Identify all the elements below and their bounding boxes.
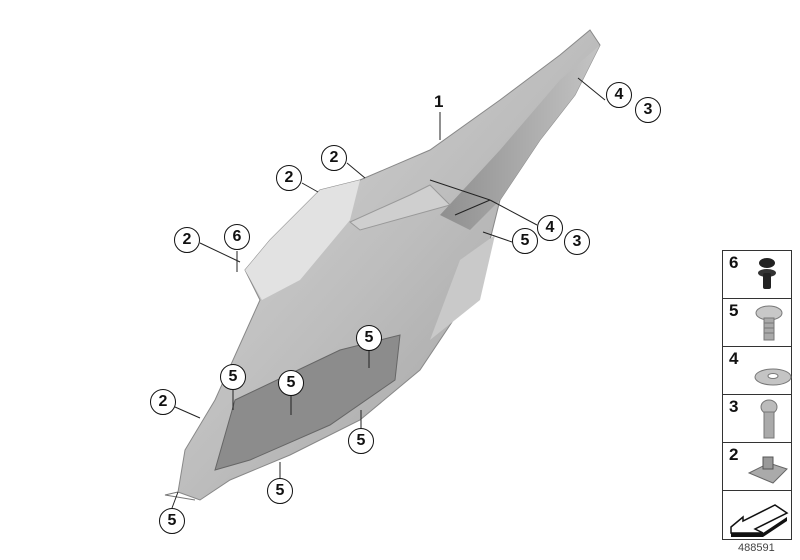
callout-5[interactable]: 5 [220, 364, 246, 390]
direction-arrow-icon [730, 504, 789, 537]
callout-3[interactable]: 3 [635, 97, 661, 123]
legend-item-4[interactable]: 4 [723, 347, 792, 395]
callout-5[interactable]: 5 [159, 508, 185, 534]
parts-legend: 6 5 4 3 2 [722, 250, 792, 540]
legend-number: 2 [729, 445, 739, 464]
legend-item-2[interactable]: 2 [723, 443, 791, 491]
callout-4[interactable]: 4 [537, 215, 563, 241]
callout-2[interactable]: 2 [174, 227, 200, 253]
legend-number: 5 [729, 301, 739, 320]
legend-item-5[interactable]: 5 [723, 299, 791, 347]
bolt-icon [760, 399, 778, 439]
legend-item-3[interactable]: 3 [723, 395, 791, 443]
callout-3[interactable]: 3 [564, 229, 590, 255]
legend-number: 6 [729, 253, 739, 272]
legend-number: 3 [729, 397, 739, 416]
legend-number: 4 [729, 349, 739, 368]
callout-5[interactable]: 5 [348, 428, 374, 454]
part-label-1: 1 [434, 92, 444, 111]
washer-icon [754, 368, 792, 386]
torx-screw-icon [755, 305, 783, 341]
clip-nut-icon [747, 456, 788, 484]
legend-direction [723, 491, 791, 541]
callout-6[interactable]: 6 [224, 224, 250, 250]
push-rivet-icon [758, 258, 776, 289]
callout-5[interactable]: 5 [512, 228, 538, 254]
callout-2[interactable]: 2 [321, 145, 347, 171]
callout-2[interactable]: 2 [150, 389, 176, 415]
callout-5[interactable]: 5 [267, 478, 293, 504]
callout-5[interactable]: 5 [278, 370, 304, 396]
callout-2[interactable]: 2 [276, 165, 302, 191]
legend-item-6[interactable]: 6 [723, 251, 791, 299]
callout-5[interactable]: 5 [356, 325, 382, 351]
callout-4[interactable]: 4 [606, 82, 632, 108]
diagram-id: 488591 [738, 542, 775, 554]
